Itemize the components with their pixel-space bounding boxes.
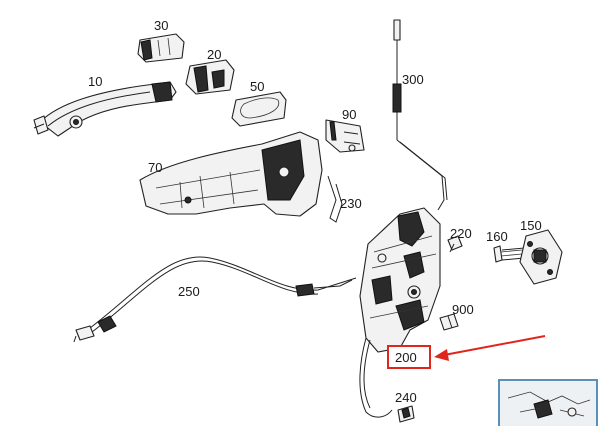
overview-thumbnail[interactable] bbox=[498, 379, 598, 431]
callout-200: 200 bbox=[395, 350, 417, 365]
callout-250: 250 bbox=[178, 284, 200, 299]
part-30-handle-cap bbox=[137, 33, 185, 63]
part-240-clip bbox=[397, 405, 415, 423]
callout-70: 70 bbox=[148, 160, 162, 175]
part-90-bracket bbox=[325, 119, 365, 153]
callout-50: 50 bbox=[250, 79, 264, 94]
callout-300: 300 bbox=[402, 72, 424, 87]
callout-220: 220 bbox=[450, 226, 472, 241]
part-220-screw bbox=[447, 235, 463, 253]
callout-900: 900 bbox=[452, 302, 474, 317]
part-200-door-lock bbox=[359, 207, 441, 418]
callout-230: 230 bbox=[340, 196, 362, 211]
part-160-bolt bbox=[493, 245, 525, 263]
callout-240: 240 bbox=[395, 390, 417, 405]
highlight-arrow bbox=[434, 335, 546, 361]
callout-20: 20 bbox=[207, 47, 221, 62]
callout-10: 10 bbox=[88, 74, 102, 89]
part-250-cable bbox=[73, 256, 357, 343]
callout-90: 90 bbox=[342, 107, 356, 122]
part-10-outer-handle bbox=[33, 81, 177, 137]
part-300-rod bbox=[392, 19, 448, 211]
part-50-gasket bbox=[231, 91, 287, 127]
callout-30: 30 bbox=[154, 18, 168, 33]
part-20-handle-insert bbox=[185, 59, 235, 95]
part-900-plug bbox=[439, 313, 459, 331]
part-70-handle-carrier bbox=[139, 131, 323, 217]
callout-150: 150 bbox=[520, 218, 542, 233]
callout-160: 160 bbox=[486, 229, 508, 244]
part-150-striker bbox=[519, 229, 563, 285]
part-230-wire-clip bbox=[327, 175, 343, 223]
highlight-box bbox=[387, 345, 431, 369]
